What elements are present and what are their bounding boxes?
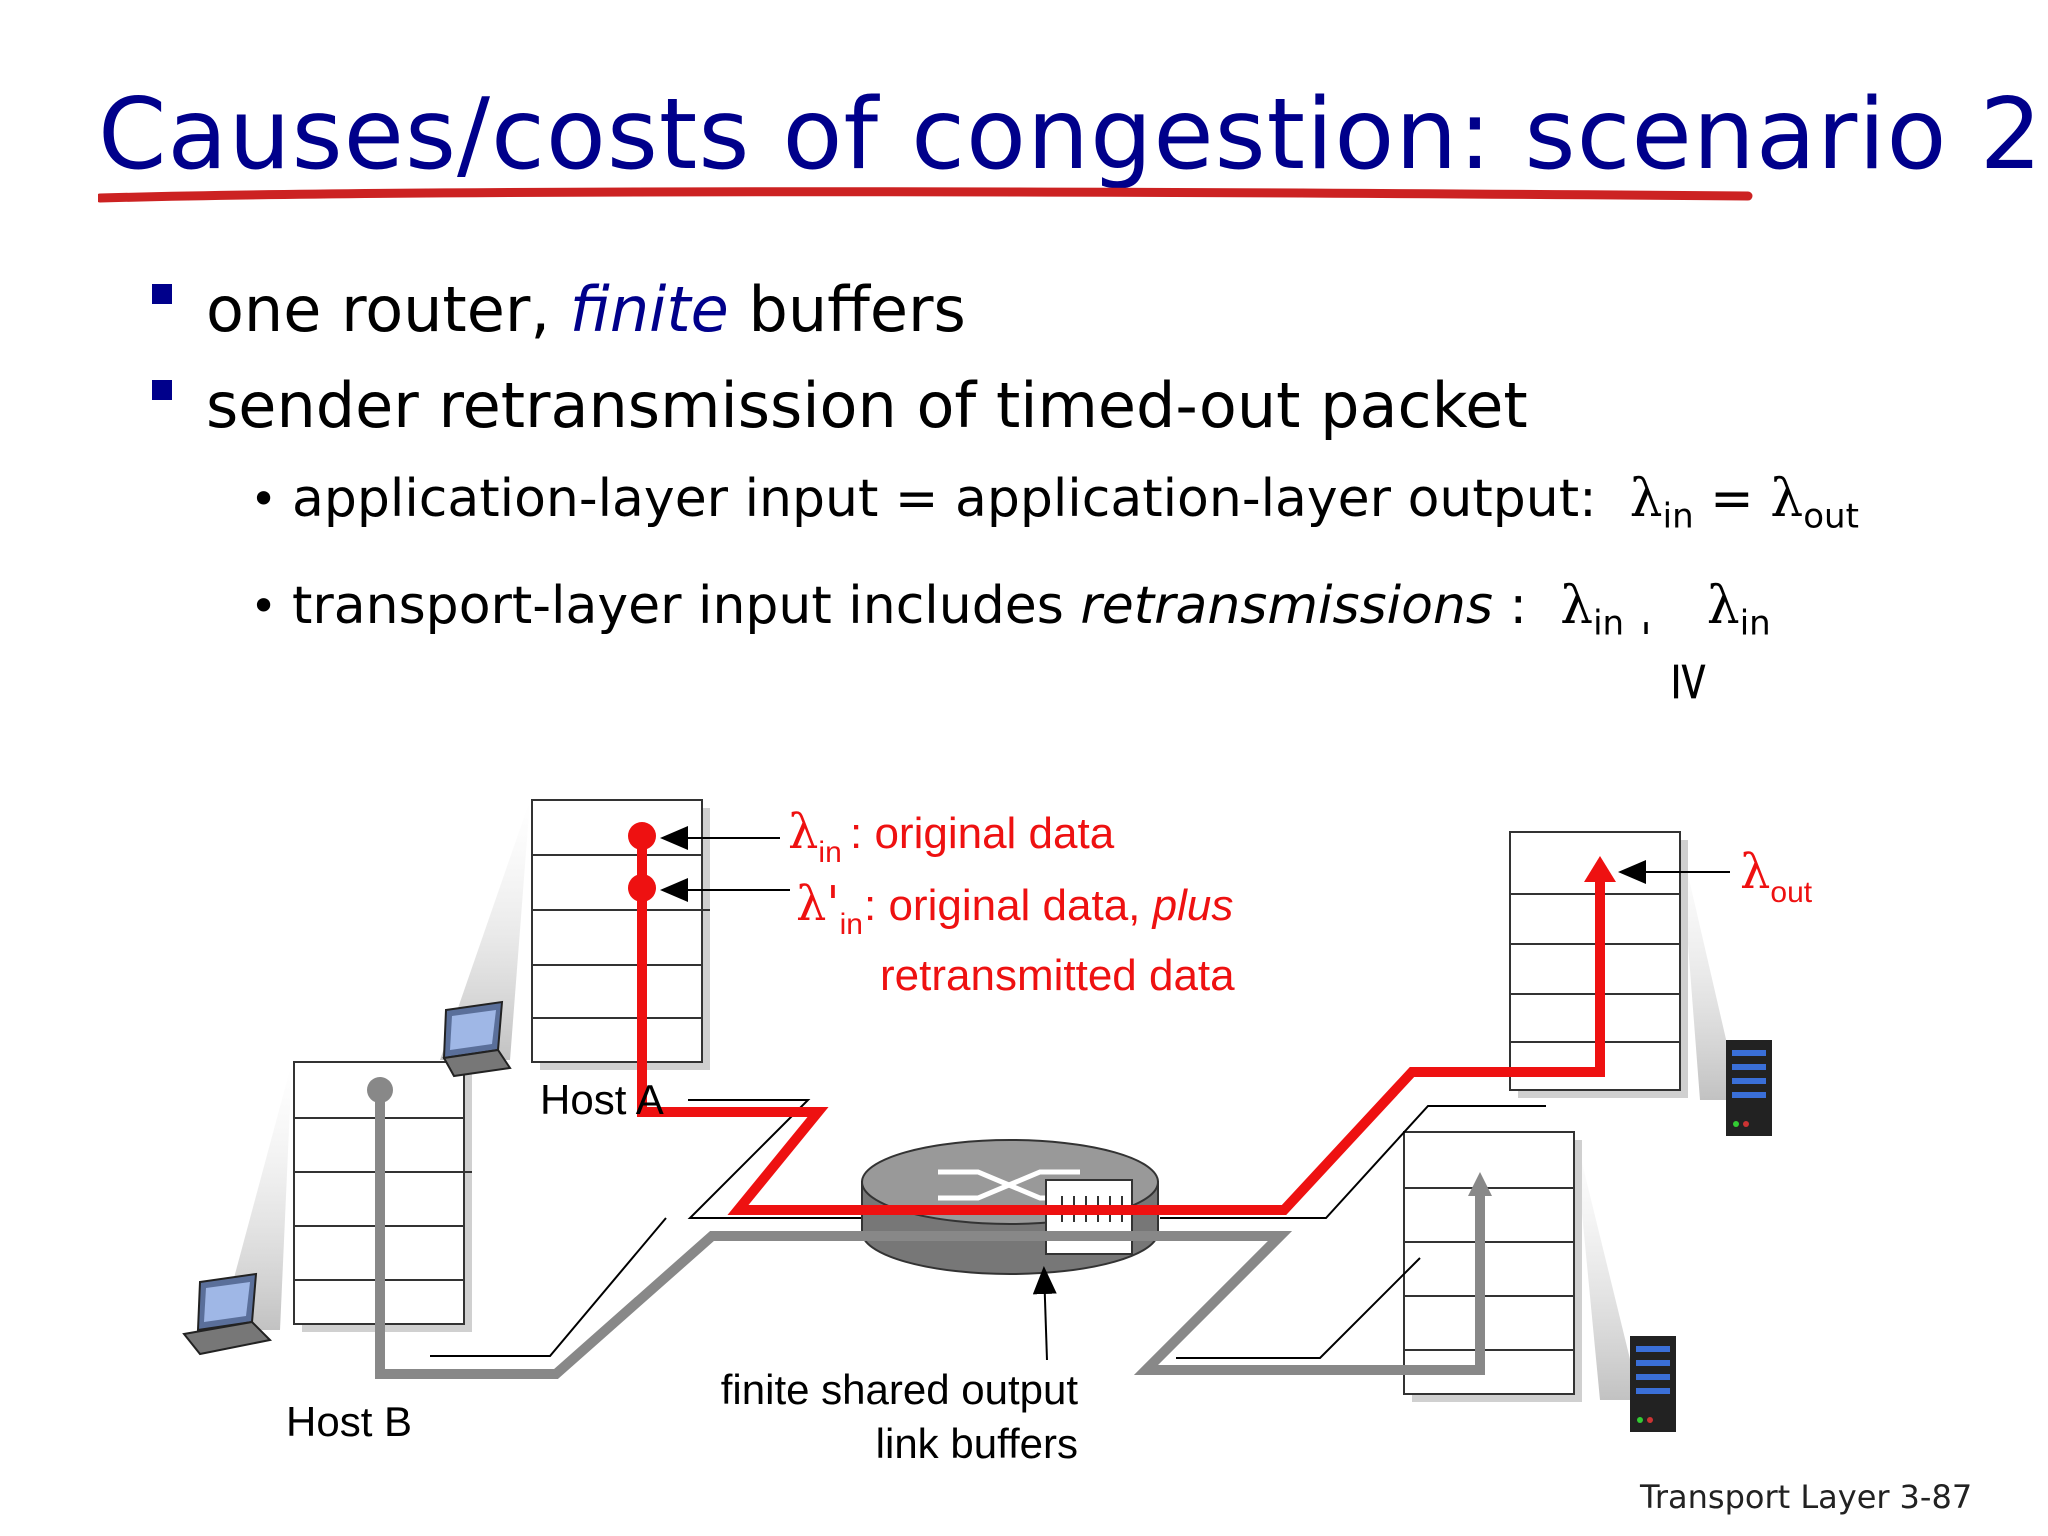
bullet-square-icon xyxy=(152,284,172,304)
bullet-retransmission: sender retransmission of timed-out packe… xyxy=(150,358,1859,454)
bullet-dot-icon: • xyxy=(250,472,278,526)
server-icon xyxy=(1726,1040,1772,1136)
original-data-label: : original data xyxy=(850,809,1115,858)
lambda-out-symbol: λout xyxy=(1770,469,1859,537)
bullet-emphasis: finite xyxy=(569,273,729,346)
host-a-label: Host A xyxy=(540,1076,664,1123)
bullet-square-icon xyxy=(152,380,172,400)
bullet-list: one router, finite buffers sender retran… xyxy=(150,262,1859,669)
lambda-out-label: λout xyxy=(1740,844,1813,909)
receiver-bottom-buffer-stack xyxy=(1403,1130,1640,1402)
lambda-in-label: λin xyxy=(788,804,842,869)
annotation-arrows xyxy=(660,826,1730,1361)
page-title: Causes/costs of congestion: scenario 2 xyxy=(98,78,2043,192)
subbullet-text: transport-layer input includes xyxy=(292,576,1081,637)
buffer-caption-line1: finite shared output xyxy=(721,1366,1079,1413)
bullet-text: one router, xyxy=(206,273,570,346)
bullet-finite-buffers: one router, finite buffers xyxy=(150,262,1859,358)
footer-page-number: 3-87 xyxy=(1899,1478,1973,1516)
red-flow-path xyxy=(628,822,1616,1215)
title-underline xyxy=(98,187,1753,203)
bullet-dot-icon: • xyxy=(250,579,278,634)
subbullet-text: : xyxy=(1492,576,1528,637)
original-plus-label: : original data, plus xyxy=(864,881,1233,930)
server-icon xyxy=(1630,1336,1676,1432)
host-b-buffer-stack xyxy=(220,1061,472,1332)
lambda-in-symbol: λin xyxy=(1629,469,1694,537)
retransmitted-data-label: retransmitted data xyxy=(880,951,1235,1000)
equals-sign: = xyxy=(1710,469,1754,529)
shared-output-buffer xyxy=(1045,1179,1133,1255)
bullet-text: sender retransmission of timed-out packe… xyxy=(206,369,1528,442)
network-links xyxy=(430,1099,1546,1359)
buffer-caption-line2: link buffers xyxy=(876,1420,1078,1467)
laptop-icon xyxy=(442,1000,512,1078)
subbullet-transport-layer: • transport-layer input includes retrans… xyxy=(150,561,1859,668)
host-b-label: Host B xyxy=(286,1398,412,1445)
subbullet-text: application-layer input = application-la… xyxy=(292,469,1597,529)
gray-flow-path xyxy=(367,1077,1492,1379)
subbullet-app-layer: • application-layer input = application-… xyxy=(150,454,1859,561)
lambda-in-symbol: λin xyxy=(1560,576,1625,644)
lambda-in-prime-symbol: λin xyxy=(1706,576,1771,644)
bullet-text: buffers xyxy=(728,273,966,346)
prime-tick: ' xyxy=(1640,614,1653,665)
laptop-icon xyxy=(182,1272,273,1356)
subbullet-emphasis: retransmissions xyxy=(1080,576,1493,637)
footer-chapter: Transport Layer xyxy=(1640,1478,1890,1516)
lambda-in-prime-label: λ'in xyxy=(796,876,863,941)
